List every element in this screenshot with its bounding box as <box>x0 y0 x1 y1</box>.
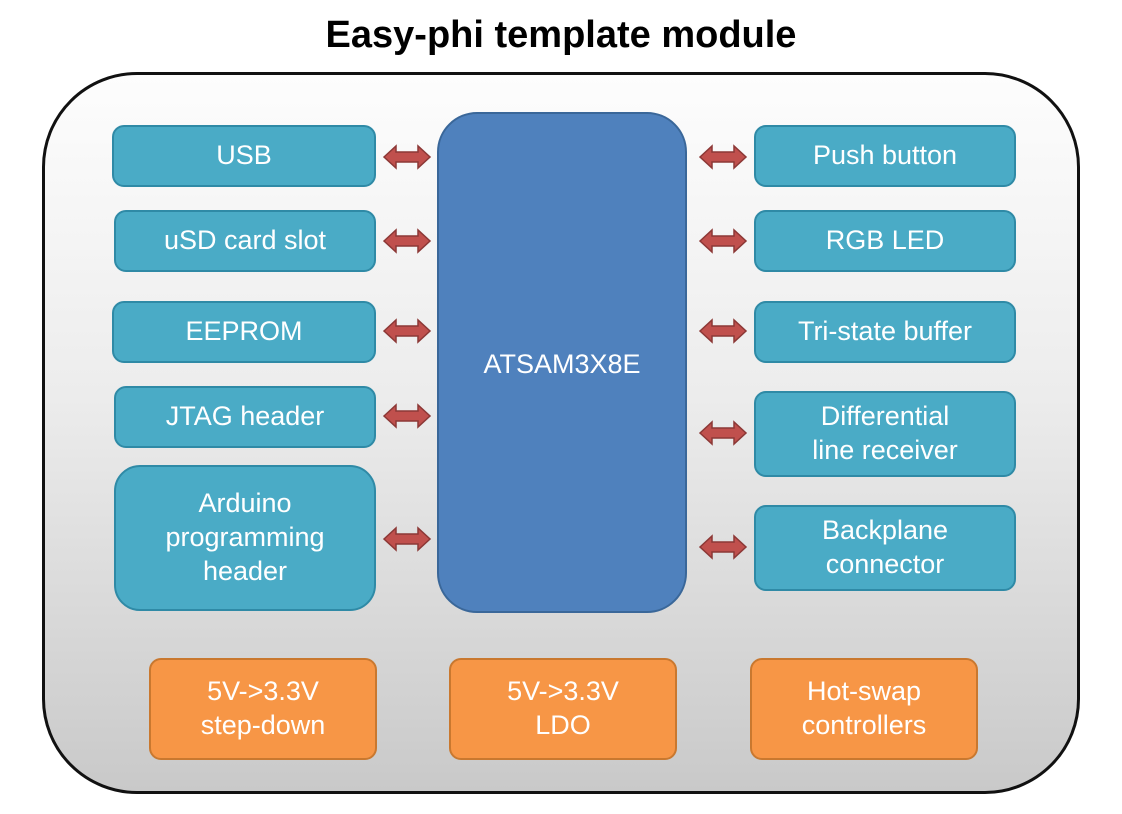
usd-card-slot-block: uSD card slot <box>114 210 376 272</box>
arduino-programming-header-block: Arduino programming header <box>114 465 376 611</box>
usb-block: USB <box>112 125 376 187</box>
double-arrow-icon <box>382 144 432 170</box>
rgb-led-block: RGB LED <box>754 210 1016 272</box>
ldo-regulator-block: 5V->3.3V LDO <box>449 658 677 760</box>
eeprom-block: EEPROM <box>112 301 376 363</box>
double-arrow-icon <box>382 228 432 254</box>
diagram-title: Easy-phi template module <box>325 14 797 56</box>
double-arrow-icon <box>698 318 748 344</box>
double-arrow-icon <box>698 420 748 446</box>
backplane-connector-block: Backplane connector <box>754 505 1016 591</box>
tri-state-buffer-block: Tri-state buffer <box>754 301 1016 363</box>
double-arrow-icon <box>698 534 748 560</box>
double-arrow-icon <box>382 526 432 552</box>
jtag-header-block: JTAG header <box>114 386 376 448</box>
double-arrow-icon <box>698 228 748 254</box>
mcu-block: ATSAM3X8E <box>437 112 687 613</box>
differential-line-receiver-block: Differential line receiver <box>754 391 1016 477</box>
double-arrow-icon <box>382 403 432 429</box>
hot-swap-controllers-block: Hot-swap controllers <box>750 658 978 760</box>
double-arrow-icon <box>382 318 432 344</box>
push-button-block: Push button <box>754 125 1016 187</box>
double-arrow-icon <box>698 144 748 170</box>
step-down-regulator-block: 5V->3.3V step-down <box>149 658 377 760</box>
